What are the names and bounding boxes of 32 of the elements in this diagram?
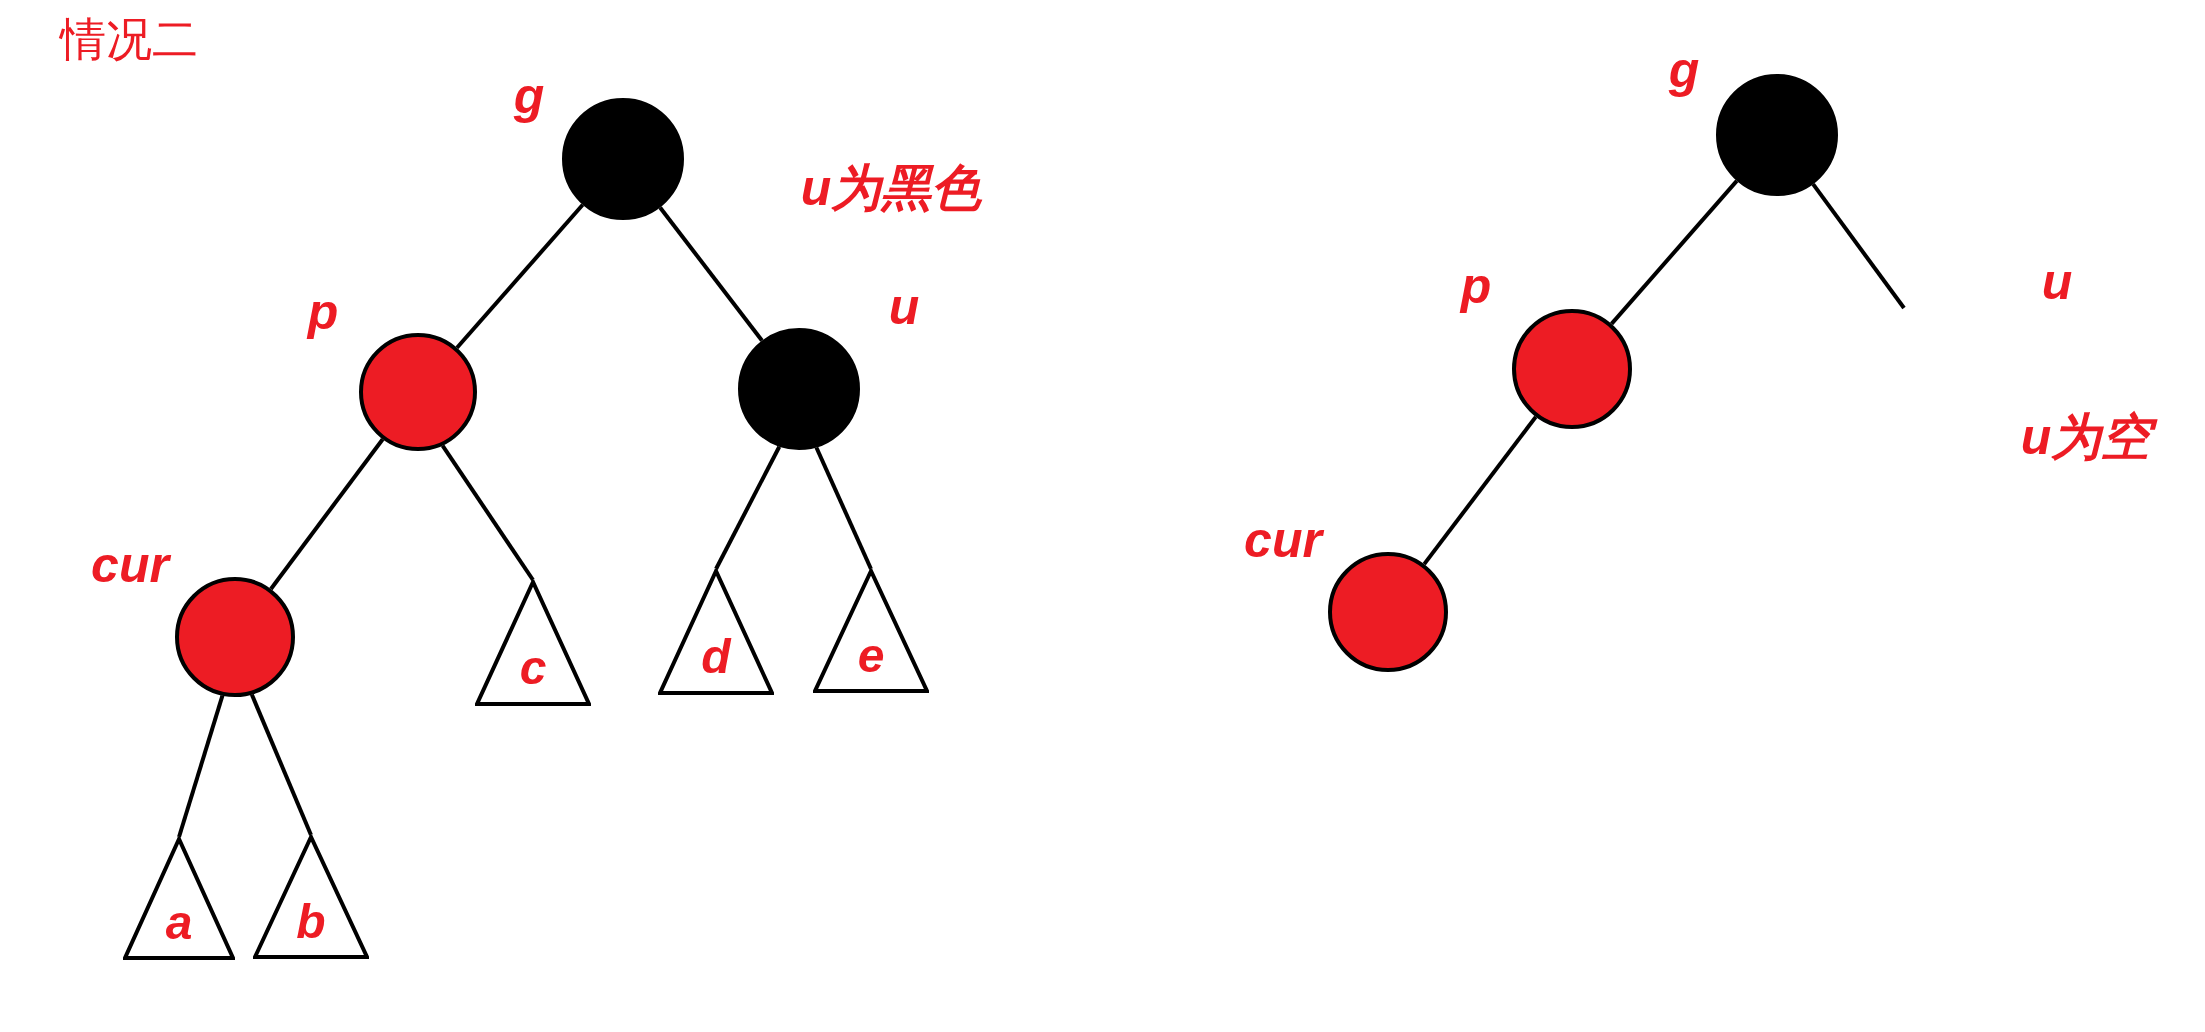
tree-edge bbox=[455, 203, 585, 350]
tree-edge bbox=[1811, 183, 1906, 310]
tree-edge bbox=[1610, 179, 1739, 326]
subtree-triangle bbox=[123, 837, 235, 960]
node-label: p bbox=[305, 282, 340, 342]
tree-edge bbox=[269, 438, 385, 591]
subtree-triangle bbox=[253, 835, 369, 959]
tree-edge bbox=[440, 444, 535, 582]
subtree-label: b bbox=[295, 897, 327, 946]
subtree-label: e bbox=[856, 631, 886, 680]
node-label: p bbox=[1458, 256, 1493, 316]
node-label: u bbox=[887, 277, 921, 337]
node-label: cur bbox=[1243, 510, 1325, 570]
tree-edge bbox=[177, 695, 225, 838]
node-label: g bbox=[512, 66, 546, 126]
subtree-triangle bbox=[475, 580, 591, 706]
tree-edge bbox=[814, 446, 873, 570]
annotation-text: u bbox=[2040, 252, 2074, 312]
tree-edge bbox=[250, 693, 313, 836]
annotation-text: u为黑色 bbox=[799, 158, 983, 218]
subtree-triangle bbox=[813, 569, 929, 693]
annotation-text: u为空 bbox=[2013, 404, 2159, 470]
subtree-label: c bbox=[518, 644, 548, 693]
tree-edge bbox=[714, 445, 782, 570]
subtree-triangle bbox=[658, 569, 774, 695]
tree-edge bbox=[658, 206, 764, 342]
title-text: 情况二 bbox=[58, 13, 199, 68]
subtree-label: a bbox=[164, 899, 194, 948]
node-label: g bbox=[1667, 40, 1701, 100]
tree-edge bbox=[1422, 415, 1538, 566]
node-label: cur bbox=[90, 535, 172, 595]
subtree-label: d bbox=[700, 633, 733, 682]
